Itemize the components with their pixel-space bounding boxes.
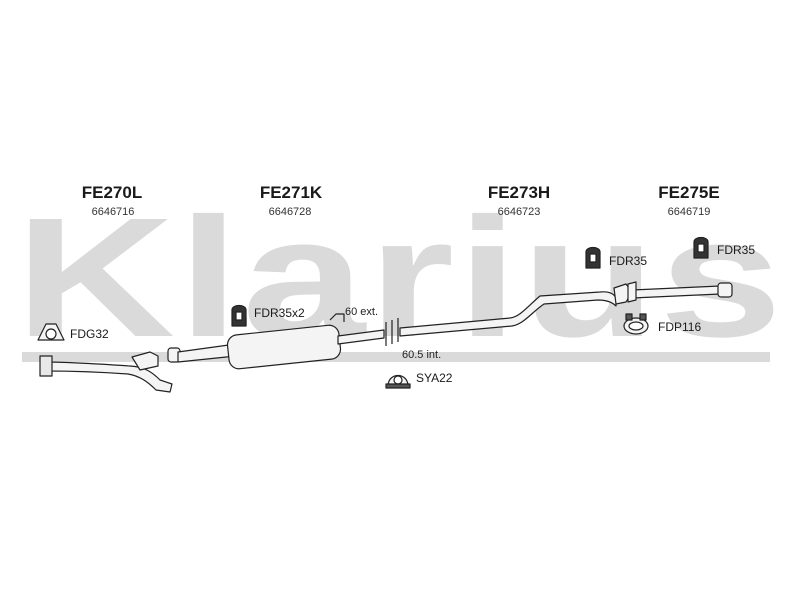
part-code-fe271k[interactable]: FE271K bbox=[259, 183, 323, 202]
tail-pipe-fe275e[interactable] bbox=[627, 281, 733, 303]
hanger-fdr35x2-icon bbox=[231, 304, 247, 327]
label-fdr35-a[interactable]: FDR35 bbox=[609, 254, 648, 268]
dimension-ext: 60 ext. bbox=[345, 306, 379, 318]
middle-silencer-fe271k[interactable] bbox=[167, 313, 385, 370]
label-fdg32[interactable]: FDG32 bbox=[70, 327, 109, 341]
watermark-underline bbox=[22, 352, 770, 362]
gasket-fdg32-icon bbox=[37, 323, 65, 341]
label-fdr35x2[interactable]: FDR35x2 bbox=[254, 306, 305, 320]
pipe-joint bbox=[385, 318, 399, 346]
dimension-int: 60.5 int. bbox=[402, 349, 442, 361]
label-sya22[interactable]: SYA22 bbox=[416, 371, 453, 385]
part-code-fe273h[interactable]: FE273H bbox=[487, 183, 551, 202]
clamp-fdp116-icon bbox=[623, 313, 649, 335]
part-number-fe273h: 6646723 bbox=[497, 206, 541, 218]
part-number-fe271k: 6646728 bbox=[268, 206, 312, 218]
part-number-fe275e: 6646719 bbox=[667, 206, 711, 218]
label-fdp116[interactable]: FDP116 bbox=[658, 320, 702, 334]
part-number-fe270l: 6646716 bbox=[91, 206, 135, 218]
part-code-fe275e[interactable]: FE275E bbox=[658, 183, 720, 202]
hanger-fdr35-b-icon bbox=[693, 236, 709, 259]
clamp-sya22-icon bbox=[385, 374, 411, 389]
hanger-fdr35-a-icon bbox=[585, 246, 601, 269]
label-fdr35-b[interactable]: FDR35 bbox=[717, 243, 756, 257]
part-code-fe270l[interactable]: FE270L bbox=[81, 183, 143, 202]
front-pipe-fe270l[interactable] bbox=[39, 351, 173, 393]
rear-pipe-fe273h[interactable] bbox=[399, 283, 633, 337]
watermark-text: Klarius bbox=[15, 183, 785, 373]
